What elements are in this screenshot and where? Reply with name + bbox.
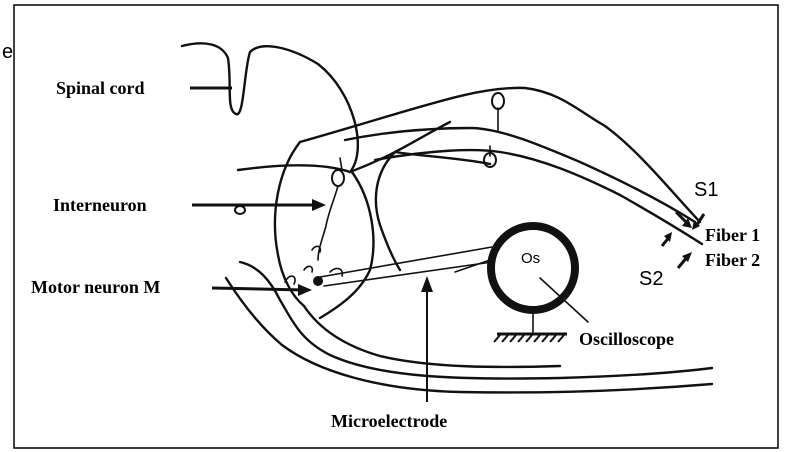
fiber2-label: Fiber 2 <box>705 250 760 270</box>
leader-lines <box>190 88 433 402</box>
s2-label: S2 <box>639 268 663 290</box>
microelectrode-wires <box>320 247 492 286</box>
figure-frame <box>14 5 778 448</box>
spinal-cord-label: Spinal cord <box>56 78 145 98</box>
motor-neuron-label: Motor neuron M <box>31 277 160 297</box>
oscilloscope-symbol: Os <box>521 250 540 267</box>
oscilloscope-screen <box>491 226 575 310</box>
ground-hatch <box>494 335 564 342</box>
fiber1-label: Fiber 1 <box>705 225 760 245</box>
microelectrode-label: Microelectrode <box>331 411 447 431</box>
edge-glyph: e <box>2 41 13 63</box>
motor-neuron-leader <box>212 288 304 290</box>
interneuron-body <box>332 170 344 186</box>
oscilloscope-label: Oscilloscope <box>579 329 674 349</box>
interneuron-label: Interneuron <box>53 195 147 215</box>
s1-label: S1 <box>694 179 718 201</box>
dorsal-root <box>345 93 702 244</box>
oscilloscope: Os <box>491 226 588 342</box>
